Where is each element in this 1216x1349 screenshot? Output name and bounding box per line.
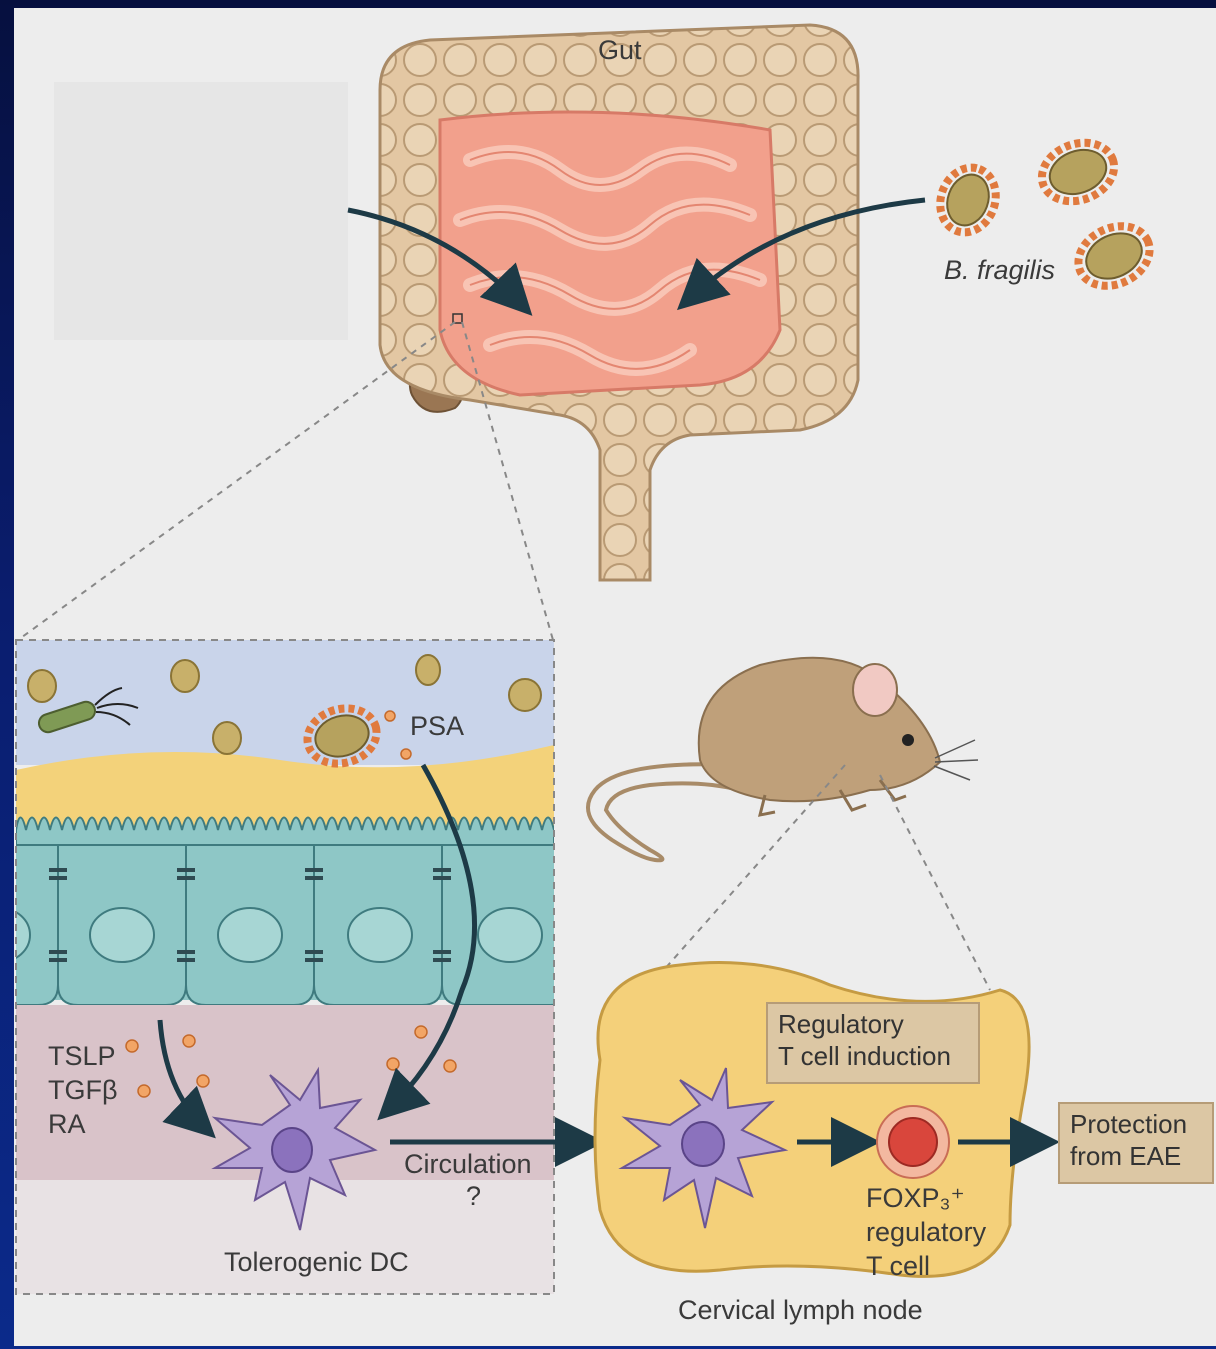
protection-line-1: Protection <box>1070 1108 1202 1140</box>
regulatory-induction-box: Regulatory T cell induction <box>766 1002 980 1084</box>
lymph-node-label: Cervical lymph node <box>678 1294 923 1326</box>
epithelium-inset <box>0 640 570 1294</box>
foxp3-treg-cell <box>877 1106 949 1178</box>
factor-tgfb-label: TGFβ <box>48 1074 118 1106</box>
treg-label-line2: regulatory <box>866 1216 986 1248</box>
psa-label: PSA <box>410 710 464 742</box>
circulation-question-label: ? <box>466 1180 481 1212</box>
b-fragilis-label: B. fragilis <box>944 254 1055 286</box>
mouse <box>588 658 978 861</box>
circulation-label: Circulation <box>404 1148 532 1180</box>
protection-line-2: from EAE <box>1070 1140 1202 1172</box>
tolerogenic-dc-label: Tolerogenic DC <box>224 1246 409 1278</box>
factor-ra-label: RA <box>48 1108 86 1140</box>
induction-line-2: T cell induction <box>778 1040 968 1072</box>
gut-illustration <box>380 25 858 580</box>
induction-line-1: Regulatory <box>778 1008 968 1040</box>
treg-label-line1: FOXP₃⁺ <box>866 1182 965 1214</box>
protection-from-eae-box: Protection from EAE <box>1058 1102 1214 1184</box>
gut-label: Gut <box>598 34 642 66</box>
treg-label-line3: T cell <box>866 1250 930 1282</box>
factor-tslp-label: TSLP <box>48 1040 116 1072</box>
